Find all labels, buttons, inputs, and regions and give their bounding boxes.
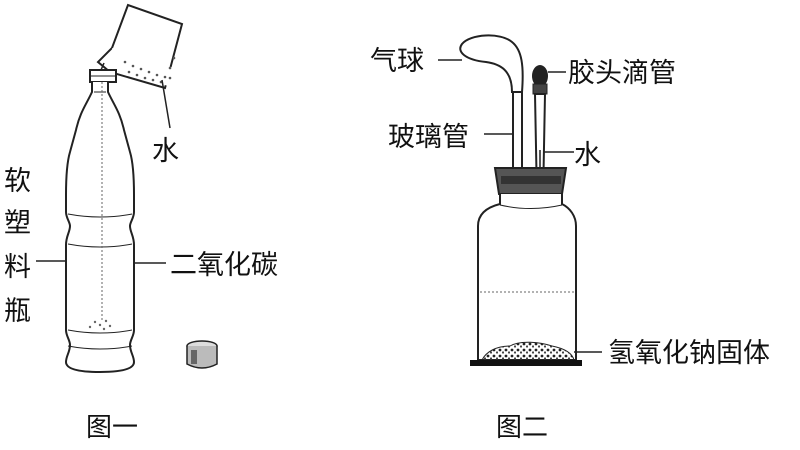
label-bottle-char-4: 瓶 <box>4 296 31 327</box>
label-carbon-dioxide: 二氧化碳 <box>170 250 278 281</box>
soft-plastic-bottle <box>64 69 136 374</box>
sodium-hydroxide-solid <box>481 341 575 361</box>
jar <box>477 194 577 361</box>
label-dropper: 胶头滴管 <box>568 58 676 89</box>
label-sodium-hydroxide-solid: 氢氧化钠固体 <box>608 338 770 369</box>
caption-figure-2: 图二 <box>496 413 548 443</box>
caption-figure-1: 图一 <box>86 413 138 443</box>
figure-1: 水 二氧化碳 软 塑 料 瓶 图一 <box>4 3 278 443</box>
leader-water-1 <box>161 79 171 129</box>
label-water-fig1: 水 <box>152 136 179 167</box>
beaker-water <box>123 56 176 84</box>
label-bottle-char-1: 软 <box>4 166 31 197</box>
label-balloon: 气球 <box>370 46 424 77</box>
beaker <box>96 3 184 90</box>
bottle-water-droplets <box>88 319 112 331</box>
bottle-cap <box>186 340 218 369</box>
label-bottle-char-3: 料 <box>4 252 31 283</box>
base-plate <box>470 360 582 366</box>
label-bottle-char-2: 塑 <box>4 208 31 239</box>
balloon <box>459 34 524 93</box>
label-glass-tube: 玻璃管 <box>388 122 469 153</box>
label-water-fig2: 水 <box>574 140 601 171</box>
figure-2: 气球 胶头滴管 玻璃管 水 氢氧化钠固体 图二 <box>370 34 770 443</box>
